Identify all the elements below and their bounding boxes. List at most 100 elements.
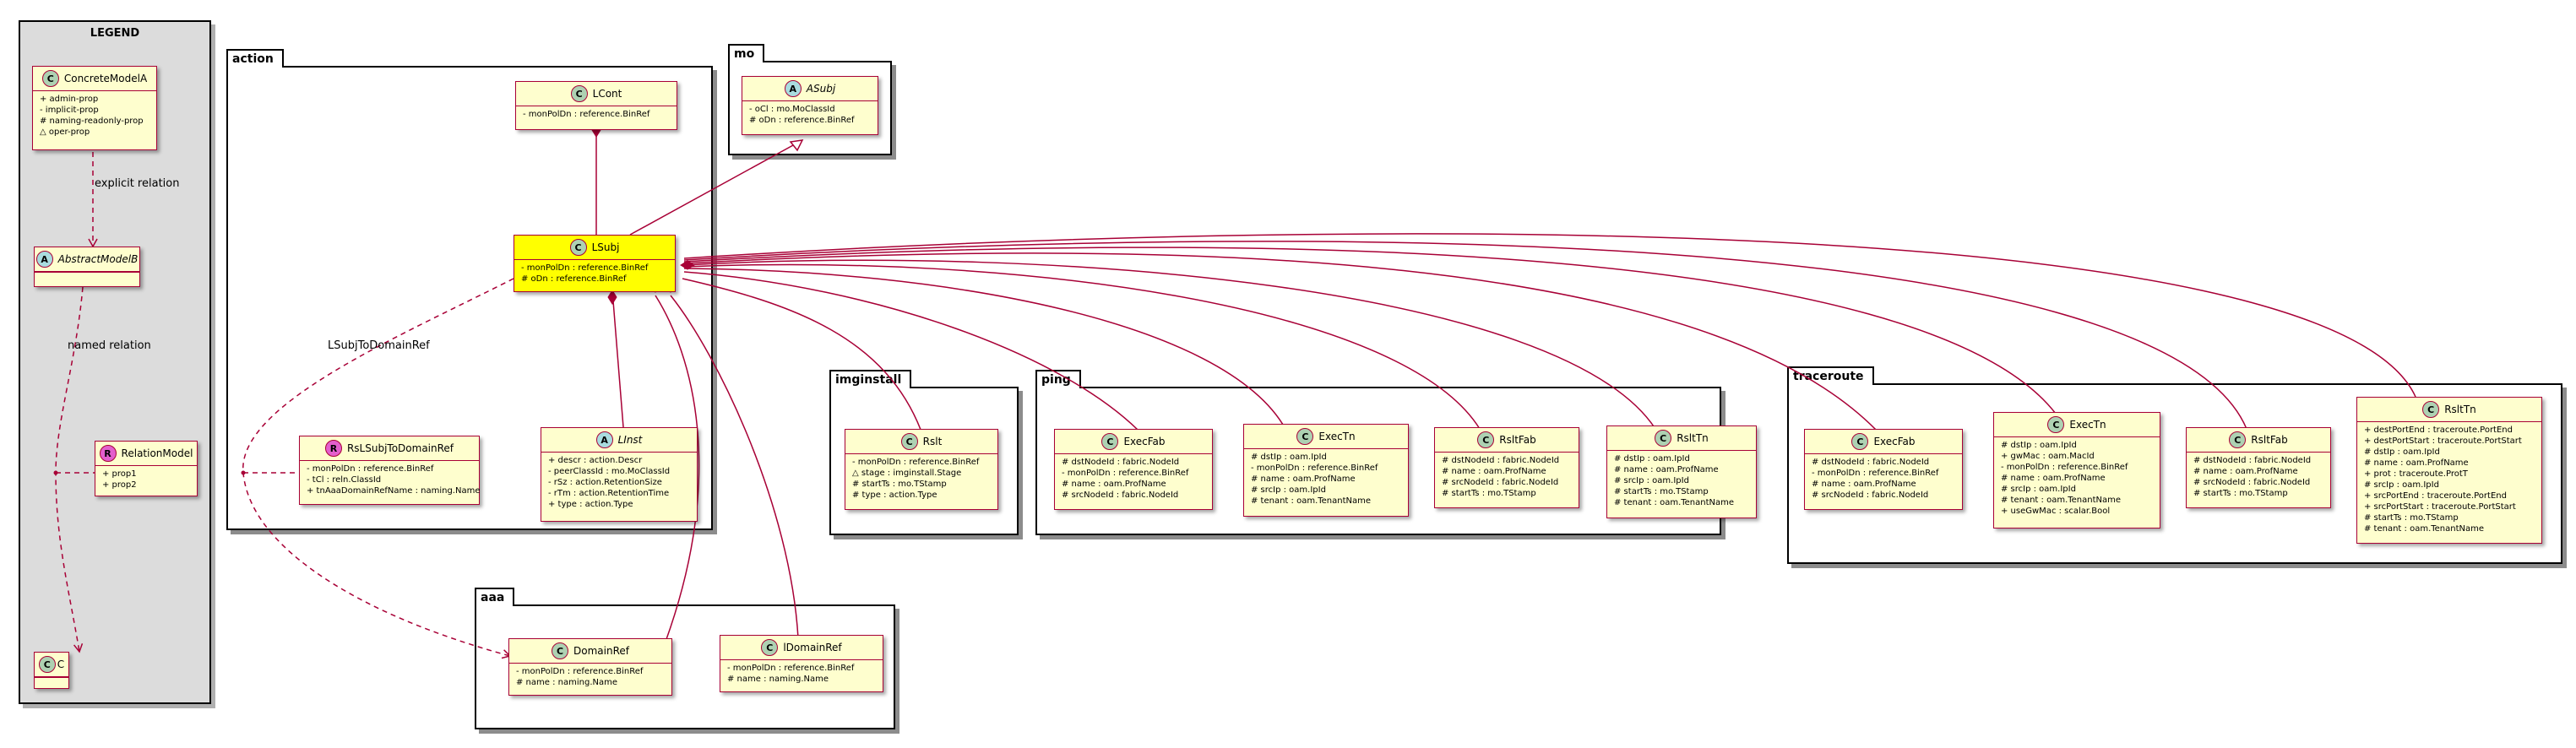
class-attribute: - monPolDn : reference.BinRef [1812,469,1939,478]
class-attribute: # type : action.Type [852,491,937,500]
class-abstractmodelb[interactable]: A AbstractModelB [34,247,140,287]
class-name: ExecTn [2069,419,2106,431]
class-attribute: + gwMac : oam.MacId [2001,452,2095,461]
class-tr-execfab[interactable]: C ExecFab # dstNodeId : fabric.NodeId - … [1804,429,1963,510]
rs-relation-point [241,470,246,475]
class-stereotype-icon: A [595,431,613,448]
class-attribute: # tenant : oam.TenantName [2001,496,2122,505]
class-stereotype-icon: C [1655,430,1672,447]
class-attribute: # srcIp : oam.IpId [2001,485,2076,494]
class-attribute: # dstNodeId : fabric.NodeId [1812,458,1930,467]
package-ping-label: ping [1035,370,1081,388]
class-lcont[interactable]: C LCont - monPolDn : reference.BinRef [515,81,677,130]
class-stereotype-icon: C [1477,431,1495,448]
class-stereotype-icon: A [35,251,53,268]
class-attribute: - rTm : action.RetentionTime [548,489,670,498]
class-name: RsLSubjToDomainRef [346,442,454,454]
class-attribute: # dstNodeId : fabric.NodeId [1062,458,1180,467]
class-imginstall-rslt[interactable]: C Rslt - monPolDn : reference.BinRef △ s… [845,429,998,510]
class-attribute: # dstIp : oam.IpId [1614,454,1690,463]
class-stereotype-icon: R [324,440,342,457]
class-stereotype-icon: C [2422,401,2440,418]
class-stereotype-icon: C [1851,433,1869,450]
class-attribute: # srcIp : oam.IpId [2364,480,2439,490]
class-name: ExecFab [1873,436,1916,447]
class-stereotype-icon: C [1101,433,1119,450]
class-c[interactable]: C C [34,652,69,689]
class-attribute: - rSz : action.RetentionSize [548,478,662,487]
generalization-arrow-asubj [789,139,804,152]
legend-relation-point [53,470,58,475]
legend-named-relation-label: named relation [68,339,151,352]
class-name: lDomainRef [783,642,842,653]
class-attribute: + srcPortStart : traceroute.PortStart [2364,502,2516,512]
class-ldomainref[interactable]: C lDomainRef - monPolDn : reference.BinR… [720,635,883,692]
class-attribute: # dstIp : oam.IpId [2364,447,2440,457]
class-rslsubjtodomainref[interactable]: R RsLSubjToDomainRef - monPolDn : refere… [299,436,480,505]
class-name: Rslt [922,436,943,447]
class-attribute: # dstIp : oam.IpId [1251,453,1327,462]
class-attribute: # name : oam.ProfName [2001,474,2106,483]
class-attribute: + srcPortEnd : traceroute.PortEnd [2364,491,2507,501]
class-ping-execfab[interactable]: C ExecFab # dstNodeId : fabric.NodeId - … [1054,429,1213,510]
class-lsubj[interactable]: C LSubj - monPolDn : reference.BinRef # … [514,235,676,292]
class-attribute: # name : oam.ProfName [1614,465,1719,474]
class-attribute: + prop2 [102,480,137,490]
class-attribute: # oDn : reference.BinRef [521,274,627,284]
class-name: RsltTn [1677,432,1709,444]
class-attribute: # name : oam.ProfName [2193,467,2298,476]
class-stereotype-icon: C [2229,431,2247,448]
class-concretemodela[interactable]: C ConcreteModelA + admin-prop - implicit… [32,66,157,150]
class-attribute: △ oper-prop [40,127,90,137]
class-attribute: # srcNodeId : fabric.NodeId [1062,491,1179,500]
class-attribute: # dstIp : oam.IpId [2001,441,2077,450]
class-attribute: - monPolDn : reference.BinRef [852,458,980,467]
class-relationmodel[interactable]: R RelationModel + prop1 + prop2 [95,441,198,496]
class-tr-rslttn[interactable]: C RsltTn + destPortEnd : traceroute.Port… [2356,397,2542,544]
class-stereotype-icon: C [761,639,779,656]
class-attribute: - monPolDn : reference.BinRef [2001,463,2128,472]
edge-lsubj-tr-execfab [683,252,1879,433]
class-attribute: # name : oam.ProfName [1251,474,1356,484]
edge-lsubj-ping-exectn [683,268,1286,430]
class-ping-rsltfab[interactable]: C RsltFab # dstNodeId : fabric.NodeId # … [1434,427,1579,508]
class-name: AbstractModelB [57,253,139,265]
class-attribute: # startTs : mo.TStamp [1614,487,1709,496]
class-name: ExecFab [1123,436,1166,447]
class-attribute: + descr : action.Descr [548,456,643,465]
class-attribute: # tenant : oam.TenantName [1251,496,1372,506]
class-attribute: - peerClassId : mo.MoClassId [548,467,671,476]
legend-explicit-relation-label: explicit relation [95,177,180,190]
package-imginstall-label: imginstall [829,370,912,388]
class-asubj[interactable]: A ASubj - oCl : mo.MoClassId # oDn : ref… [742,76,878,135]
class-linst[interactable]: A LInst + descr : action.Descr - peerCla… [541,427,698,522]
edge-lsubj-tr-rsltfab [683,241,2247,430]
class-name: RsltTn [2444,404,2476,415]
class-stereotype-icon: A [784,80,802,97]
class-stereotype-icon: R [99,445,117,462]
class-attribute: - monPolDn : reference.BinRef [516,667,644,676]
class-name: ExecTn [1318,431,1356,442]
class-name: LCont [592,88,622,100]
class-tr-rsltfab[interactable]: C RsltFab # dstNodeId : fabric.NodeId # … [2186,427,2331,508]
class-ping-exectn[interactable]: C ExecTn # dstIp : oam.IpId - monPolDn :… [1243,424,1409,517]
class-attribute: # name : naming.Name [516,678,617,687]
class-domainref[interactable]: C DomainRef - monPolDn : reference.BinRe… [508,638,672,696]
class-attribute: - implicit-prop [40,106,99,115]
class-name: LInst [617,434,643,446]
edge-lsubj-ping-execfab [683,271,1143,435]
class-attribute: - monPolDn : reference.BinRef [307,464,434,474]
class-attribute: # name : oam.ProfName [2364,458,2469,468]
class-tr-exectn[interactable]: C ExecTn # dstIp : oam.IpId + gwMac : oa… [1993,412,2160,528]
class-name: DomainRef [573,645,629,657]
class-attribute: - monPolDn : reference.BinRef [1251,463,1378,473]
class-attribute: # name : oam.ProfName [1812,480,1916,489]
class-name: LSubj [591,241,620,253]
class-attribute: # name : naming.Name [727,675,829,684]
class-attribute: # startTs : mo.TStamp [2193,489,2288,498]
class-attribute: + useGwMac : scalar.Bool [2001,507,2111,516]
class-ping-rslttn[interactable]: C RsltTn # dstIp : oam.IpId # name : oam… [1606,425,1757,518]
class-attribute: △ stage : imginstall.Stage [852,469,962,478]
